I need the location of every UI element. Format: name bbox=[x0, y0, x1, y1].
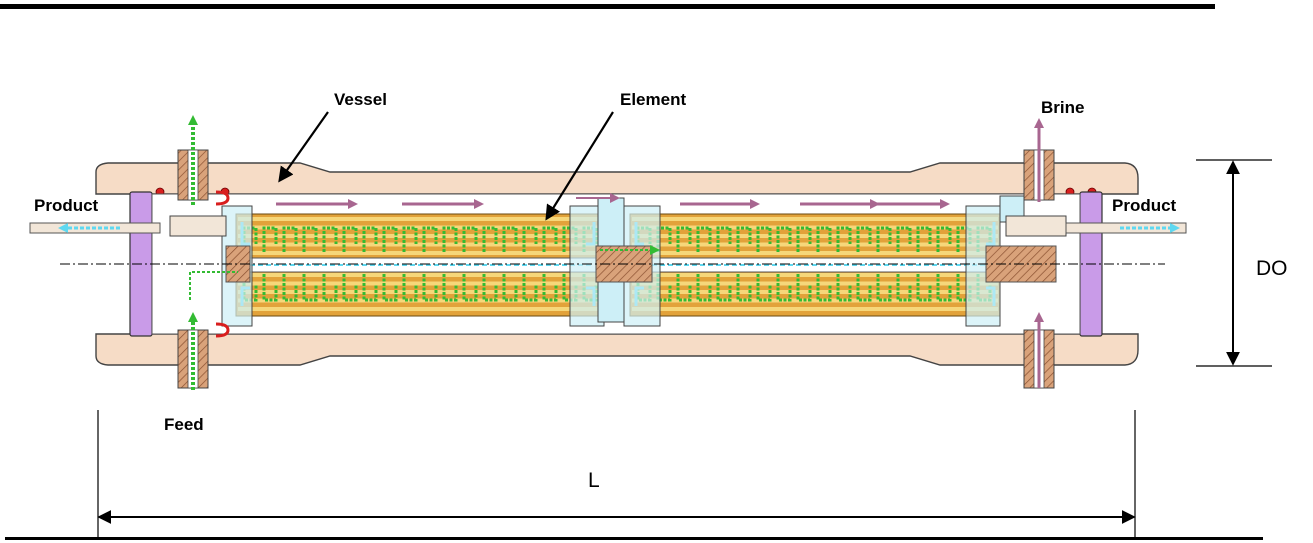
membrane-element-right bbox=[629, 213, 1001, 317]
feed-label: Feed bbox=[164, 415, 204, 434]
brine-label: Brine bbox=[1041, 98, 1084, 117]
bottom-rule bbox=[5, 537, 1263, 540]
length-label: L bbox=[588, 469, 600, 492]
length-dimension bbox=[97, 410, 1136, 540]
vessel-pointer bbox=[278, 111, 329, 183]
vessel-label: Vessel bbox=[334, 90, 387, 109]
top-rule bbox=[0, 4, 1215, 9]
product-right-label: Product bbox=[1112, 196, 1177, 215]
diameter-dimension bbox=[1196, 159, 1272, 367]
outer-diameter-label: DO bbox=[1256, 257, 1288, 280]
product-left-label: Product bbox=[34, 196, 99, 215]
element-label: Element bbox=[620, 90, 686, 109]
flow-arrows bbox=[58, 115, 1180, 390]
membrane-element-left bbox=[235, 213, 601, 317]
element-pointer bbox=[545, 111, 614, 221]
